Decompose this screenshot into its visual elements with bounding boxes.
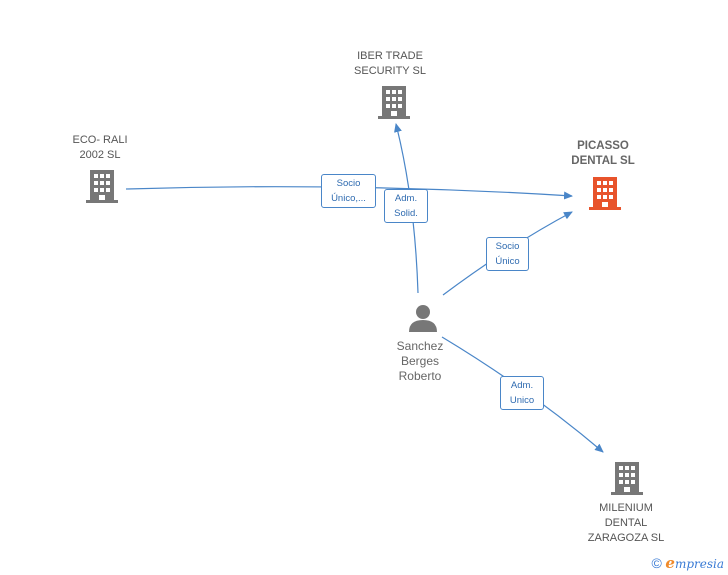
- brand-logo-initial: e: [665, 554, 675, 572]
- edge-badge-adm-solid[interactable]: Adm. Solid.: [384, 189, 428, 223]
- brand-logo-text: mpresia: [674, 557, 724, 571]
- node-label-eco-rali: ECO- RALI 2002 SL: [72, 134, 128, 161]
- node-label-picasso-dental: PICASSO DENTAL SL: [571, 140, 635, 167]
- edge-badge-socio-unico-eco[interactable]: Socio Único,...: [321, 174, 376, 208]
- copyright-symbol: ©: [651, 555, 662, 571]
- node-label-milenium-dental: MILENIUM DENTAL ZARAGOZA SL: [587, 502, 665, 544]
- building-icon[interactable]: [589, 175, 621, 211]
- edge-badge-adm-unico[interactable]: Adm. Unico: [500, 376, 544, 410]
- footer-brand: © empresia: [651, 554, 724, 572]
- building-icon[interactable]: [378, 84, 410, 120]
- node-label-iber-trade: IBER TRADE SECURITY SL: [354, 50, 426, 77]
- edge-badge-socio-unico-picasso[interactable]: Socio Único: [486, 237, 529, 271]
- node-label-sanchez-berges-roberto: Sanchez Berges Roberto: [396, 339, 444, 383]
- person-icon[interactable]: [407, 303, 439, 333]
- building-icon[interactable]: [611, 460, 643, 496]
- building-icon[interactable]: [86, 168, 118, 204]
